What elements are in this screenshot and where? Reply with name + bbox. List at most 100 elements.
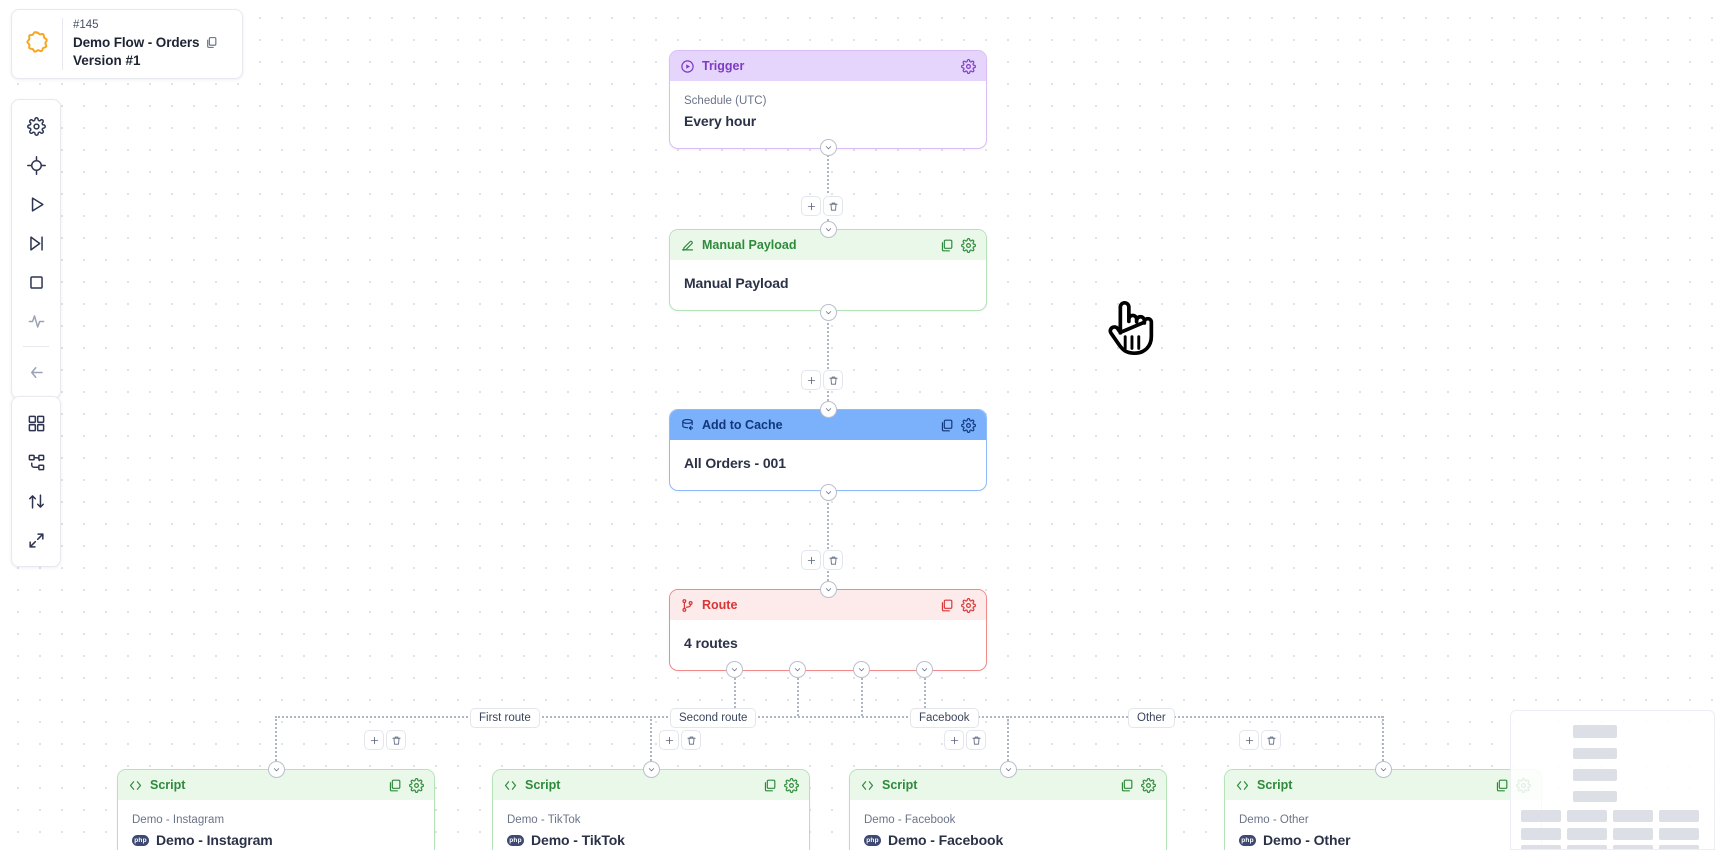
- toolbar-divider: [23, 346, 49, 347]
- add-step-button[interactable]: [944, 730, 964, 750]
- duplicate-icon[interactable]: [939, 418, 954, 433]
- code-icon: [1235, 778, 1250, 793]
- delete-step-button[interactable]: [1261, 730, 1281, 750]
- edge-cache-route: [827, 492, 829, 589]
- node-title: Demo - TikTok: [531, 832, 625, 849]
- route-node-handle-out-2[interactable]: [788, 660, 806, 678]
- minimap[interactable]: [1510, 710, 1715, 850]
- delete-step-button[interactable]: [823, 550, 843, 570]
- delete-step-button[interactable]: [386, 730, 406, 750]
- script-node-other-handle-top[interactable]: [1374, 760, 1392, 778]
- edge-actions-route-tiktok[interactable]: [658, 729, 702, 751]
- route-node-handle-out-4[interactable]: [915, 660, 933, 678]
- tool-auto-layout[interactable]: [19, 445, 53, 479]
- node-settings-gear-icon[interactable]: [961, 237, 976, 253]
- node-settings-gear-icon[interactable]: [409, 777, 424, 793]
- delete-step-button[interactable]: [681, 730, 701, 750]
- edge-actions-manual-cache[interactable]: [800, 369, 844, 391]
- edge-actions-cache-route[interactable]: [800, 549, 844, 571]
- node-settings-gear-icon[interactable]: [961, 58, 976, 74]
- node-body: 4 routes: [670, 620, 986, 670]
- edge-actions-route-instagram[interactable]: [363, 729, 407, 751]
- add-step-button[interactable]: [801, 550, 821, 570]
- duplicate-icon[interactable]: [762, 778, 777, 793]
- minimap-node-16: [1659, 845, 1699, 849]
- node-title: All Orders - 001: [684, 455, 786, 471]
- route-label-3[interactable]: Facebook: [910, 708, 979, 728]
- divider: [62, 18, 63, 70]
- route-node-handle-top[interactable]: [819, 580, 837, 598]
- tool-fit-screen[interactable]: [19, 523, 53, 557]
- hand-pointer-cursor: [1108, 300, 1154, 356]
- node-settings-gear-icon[interactable]: [961, 417, 976, 433]
- flow-id: #145: [73, 19, 99, 32]
- tool-back[interactable]: [19, 355, 53, 389]
- delete-step-button[interactable]: [823, 196, 843, 216]
- tool-step[interactable]: [19, 226, 53, 260]
- edge-bus-other: [1382, 716, 1384, 769]
- duplicate-icon[interactable]: [939, 598, 954, 613]
- edge-actions-route-other[interactable]: [1238, 729, 1282, 751]
- tool-stop[interactable]: [19, 265, 53, 299]
- add-to-cache-node-handle-bottom[interactable]: [819, 483, 837, 501]
- node-settings-gear-icon[interactable]: [961, 597, 976, 613]
- tool-sort-vertical[interactable]: [19, 484, 53, 518]
- tool-run[interactable]: [19, 187, 53, 221]
- edge-actions-trigger-manual[interactable]: [800, 195, 844, 217]
- route-label-1[interactable]: First route: [470, 708, 540, 728]
- edge-actions-route-facebook[interactable]: [943, 729, 987, 751]
- add-to-cache-node-handle-top[interactable]: [819, 400, 837, 418]
- add-step-button[interactable]: [364, 730, 384, 750]
- delete-step-button[interactable]: [966, 730, 986, 750]
- route-label-4[interactable]: Other: [1128, 708, 1175, 728]
- flow-info-card[interactable]: #145 Demo Flow - Orders Version #1: [11, 9, 243, 79]
- duplicate-icon[interactable]: [939, 238, 954, 253]
- php-badge-icon: php: [132, 835, 149, 847]
- node-settings-gear-icon[interactable]: [1141, 777, 1156, 793]
- toolbar-main[interactable]: [11, 99, 61, 399]
- add-step-button[interactable]: [801, 196, 821, 216]
- code-icon: [503, 778, 518, 793]
- add-step-button[interactable]: [1239, 730, 1259, 750]
- trigger-node-handle-bottom[interactable]: [819, 138, 837, 156]
- manual-payload-node-handle-bottom[interactable]: [819, 303, 837, 321]
- minimap-node-6: [1567, 810, 1607, 822]
- edge-trigger-manual: [827, 147, 829, 229]
- tool-focus[interactable]: [19, 148, 53, 182]
- route-label-2[interactable]: Second route: [670, 708, 757, 728]
- arrows-up-down-icon: [27, 492, 46, 511]
- add-step-button[interactable]: [801, 370, 821, 390]
- script-node-instagram-handle-top[interactable]: [267, 760, 285, 778]
- route-node-handle-out-3[interactable]: [852, 660, 870, 678]
- minimap-node-7: [1613, 810, 1653, 822]
- tool-grid-view[interactable]: [19, 406, 53, 440]
- node-subtitle: Demo - Instagram: [132, 814, 225, 826]
- route-node-handle-out-1[interactable]: [725, 660, 743, 678]
- duplicate-icon[interactable]: [1119, 778, 1134, 793]
- tool-activity[interactable]: [19, 304, 53, 338]
- script-node-facebook-handle-top[interactable]: [999, 760, 1017, 778]
- gear-flower-logo: [26, 31, 48, 53]
- toolbar-view[interactable]: [11, 396, 61, 567]
- script-node-tiktok-handle-top[interactable]: [642, 760, 660, 778]
- node-settings-gear-icon[interactable]: [784, 777, 799, 793]
- manual-payload-node-handle-top[interactable]: [819, 220, 837, 238]
- delete-step-button[interactable]: [823, 370, 843, 390]
- duplicate-icon[interactable]: [387, 778, 402, 793]
- duplicate-icon[interactable]: [1494, 778, 1509, 793]
- copy-icon[interactable]: [205, 36, 218, 49]
- node-title: 4 routes: [684, 635, 738, 651]
- add-step-button[interactable]: [659, 730, 679, 750]
- flow-layout-icon: [27, 453, 46, 472]
- tool-settings[interactable]: [19, 109, 53, 143]
